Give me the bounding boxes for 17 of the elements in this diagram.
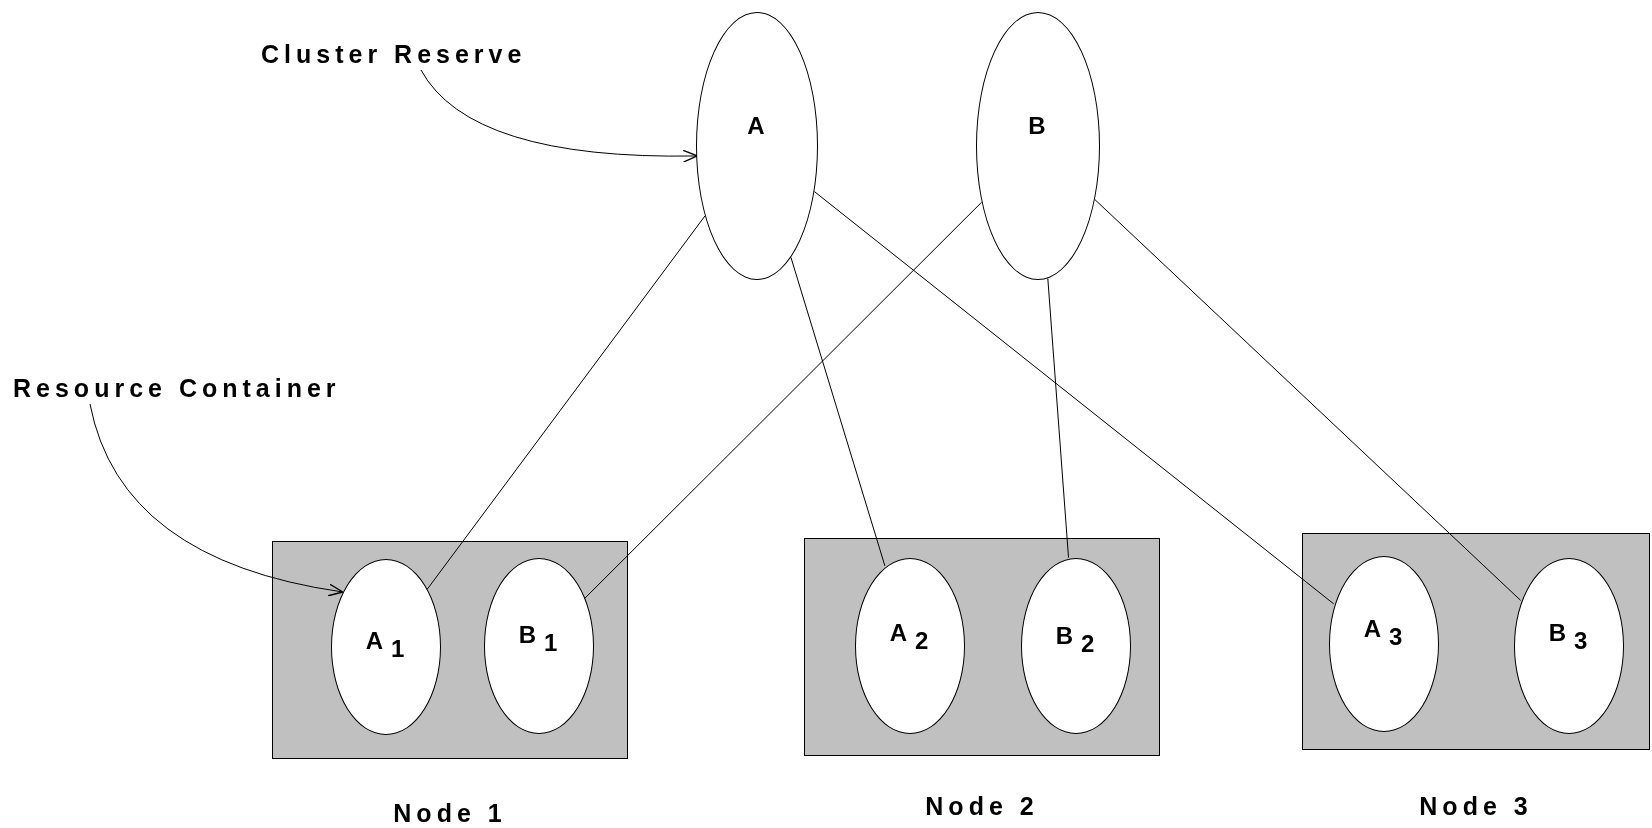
resource-label: B [1028,112,1048,140]
node-box [804,538,1160,756]
leader-line [420,69,699,163]
node-label: Node 3 [1419,792,1533,821]
connector-line [1047,277,1069,559]
connector-line [584,201,983,599]
callout-label: Resource Container [13,372,341,404]
connector-line [426,215,706,590]
connector-line [1094,199,1522,601]
leader-line [89,403,344,597]
resource-label: A [747,112,767,140]
node-label: Node 1 [393,799,507,828]
node-box [272,541,628,759]
node-box [1302,533,1650,750]
connector-line [813,191,1335,605]
callout-label: Cluster Reserve [261,38,527,70]
node-label: Node 2 [925,792,1039,821]
